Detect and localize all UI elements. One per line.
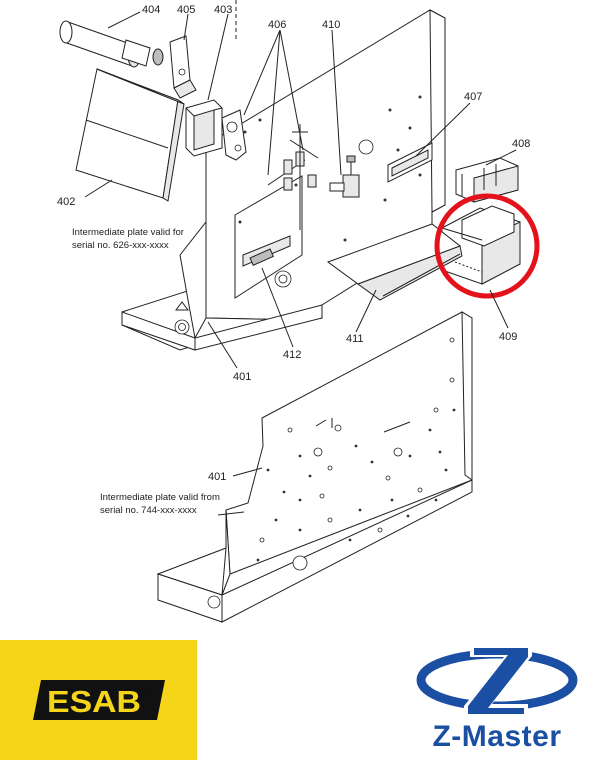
callout-410: 410 bbox=[322, 19, 340, 31]
callout-402: 402 bbox=[57, 196, 75, 208]
mounting-hole bbox=[354, 444, 358, 448]
mounting-hole bbox=[256, 558, 260, 562]
terminal-strip-407 bbox=[387, 142, 433, 183]
cylinder-404 bbox=[59, 20, 164, 68]
intermediate-plate-412 bbox=[234, 175, 303, 299]
mounting-hole bbox=[370, 460, 374, 464]
transformer-409 bbox=[441, 205, 521, 285]
mounting-hole bbox=[327, 517, 333, 523]
zmaster-logo-text: Z-Master bbox=[432, 720, 562, 753]
leader-lines-upper bbox=[84, 11, 517, 369]
lower-plate-holes bbox=[256, 337, 456, 562]
mounting-hole bbox=[438, 450, 442, 454]
mounting-hole bbox=[259, 537, 265, 543]
note-744-line2: serial no. 744-xxx-xxxx bbox=[100, 505, 197, 516]
mounting-hole bbox=[308, 474, 312, 478]
mounting-hole bbox=[274, 518, 278, 522]
callout-405: 405 bbox=[177, 4, 195, 16]
hinge-bracket bbox=[221, 109, 247, 161]
mounting-hole bbox=[417, 487, 423, 493]
note-744-line1: Intermediate plate valid from bbox=[100, 492, 220, 503]
callout-408: 408 bbox=[512, 138, 530, 150]
callout-403: 403 bbox=[214, 4, 232, 16]
switch-410 bbox=[329, 155, 360, 198]
esab-registered-mark: ® bbox=[145, 685, 151, 694]
leader-line-lower bbox=[232, 467, 263, 477]
mounting-hole bbox=[298, 528, 302, 532]
callout-407: 407 bbox=[464, 91, 482, 103]
callout-401-lower: 401 bbox=[208, 471, 226, 483]
mounting-hole bbox=[298, 498, 302, 502]
note-744: Intermediate plate valid from serial no.… bbox=[100, 492, 220, 516]
mounting-hole bbox=[449, 337, 455, 343]
leader-line-note bbox=[217, 511, 245, 516]
mounting-hole bbox=[449, 377, 455, 383]
mounting-hole bbox=[266, 468, 270, 472]
contactor-408 bbox=[455, 157, 519, 203]
mounting-hole bbox=[358, 508, 362, 512]
mounting-hole bbox=[452, 408, 456, 412]
z-mark-icon bbox=[416, 644, 578, 717]
note-626-line2: serial no. 626-xxx-xxxx bbox=[72, 240, 169, 251]
mounting-hole bbox=[348, 538, 352, 542]
mounting-hole bbox=[319, 493, 325, 499]
mounting-hole bbox=[428, 428, 432, 432]
note-626: Intermediate plate valid for serial no. … bbox=[72, 227, 184, 251]
standoffs-406 bbox=[267, 124, 319, 230]
esab-wordmark: ESAB ® bbox=[33, 680, 165, 720]
callout-412: 412 bbox=[283, 349, 301, 361]
callout-labels: 404 405 403 406 410 407 408 402 412 411 … bbox=[57, 4, 530, 483]
mounting-hole bbox=[385, 475, 391, 481]
tray-411 bbox=[326, 223, 463, 301]
mounting-hole bbox=[406, 514, 410, 518]
bracket-405 bbox=[169, 35, 197, 99]
mounting-hole bbox=[444, 468, 448, 472]
zmaster-logo: Z-Master bbox=[412, 640, 582, 755]
note-626-line1: Intermediate plate valid for bbox=[72, 227, 184, 238]
highlight-circle bbox=[434, 193, 540, 299]
mounting-hole bbox=[282, 490, 286, 494]
mounting-hole bbox=[408, 454, 412, 458]
callout-406: 406 bbox=[268, 19, 286, 31]
mounting-hole bbox=[377, 527, 383, 533]
callout-409: 409 bbox=[499, 331, 517, 343]
callout-401-upper: 401 bbox=[233, 371, 251, 383]
mounting-hole bbox=[327, 465, 333, 471]
mounting-hole bbox=[390, 498, 394, 502]
cover-402 bbox=[75, 68, 185, 202]
intermediate-plate-lower bbox=[156, 311, 473, 623]
bracket-403 bbox=[185, 99, 223, 157]
mounting-hole bbox=[287, 427, 293, 433]
callout-411: 411 bbox=[346, 333, 364, 345]
mounting-hole bbox=[298, 454, 302, 458]
mounting-hole bbox=[434, 498, 438, 502]
base-plate-upper bbox=[121, 220, 323, 351]
callout-404: 404 bbox=[142, 4, 160, 16]
esab-logo-text: ESAB bbox=[47, 684, 141, 719]
mounting-hole bbox=[433, 407, 439, 413]
